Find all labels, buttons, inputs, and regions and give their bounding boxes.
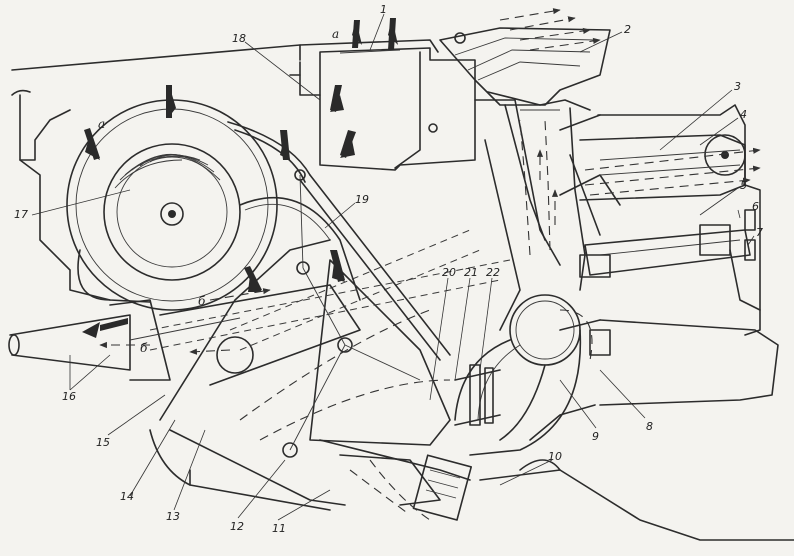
callout-10: 10 [548, 450, 562, 463]
callout-16: 16 [62, 390, 76, 403]
fan-assembly [66, 99, 311, 311]
grain-auger-tube [8, 284, 361, 386]
flow-letter-b-lower: б [140, 341, 148, 355]
callout-13: 13 [166, 510, 180, 523]
callout-8: 8 [646, 420, 653, 433]
callout-labels: 1 2 3 4 5 6 7 8 9 10 11 12 13 14 15 16 1… [14, 3, 763, 535]
airflow-arrows [82, 8, 601, 355]
vertical-duct [474, 99, 586, 331]
flow-letter-a-left: a [98, 117, 105, 131]
callout-21: 21 [464, 266, 478, 279]
callout-17: 17 [14, 208, 28, 221]
callout-11: 11 [272, 522, 286, 535]
lower-housing [149, 169, 511, 521]
machine-body-outline [11, 39, 794, 541]
callout-1: 1 [380, 3, 387, 16]
fan-impeller-inner [116, 156, 228, 268]
callout-leaders [31, 13, 755, 521]
flow-letters: a a б б [98, 27, 339, 355]
flow-letter-b-upper: б [198, 294, 206, 308]
callout-15: 15 [96, 436, 110, 449]
callout-2: 2 [624, 23, 631, 36]
callout-14: 14 [120, 490, 134, 503]
callout-12: 12 [230, 520, 244, 533]
hopper [289, 47, 476, 171]
cleaning-mechanism [559, 114, 761, 311]
fan-hub [160, 202, 184, 226]
callout-18: 18 [232, 32, 246, 45]
callout-19: 19 [355, 193, 369, 206]
callout-5: 5 [740, 179, 747, 192]
discharge-chute [439, 27, 611, 111]
callout-20: 20 [442, 266, 456, 279]
auger-pipe [454, 294, 611, 456]
callout-7: 7 [756, 226, 763, 239]
callout-3: 3 [734, 80, 741, 93]
callout-4: 4 [740, 108, 747, 121]
flow-letter-a-top: a [332, 27, 339, 41]
callout-22: 22 [486, 266, 500, 279]
fan-impeller-outer [103, 143, 241, 281]
callout-9: 9 [592, 430, 599, 443]
callout-6: 6 [752, 200, 759, 213]
